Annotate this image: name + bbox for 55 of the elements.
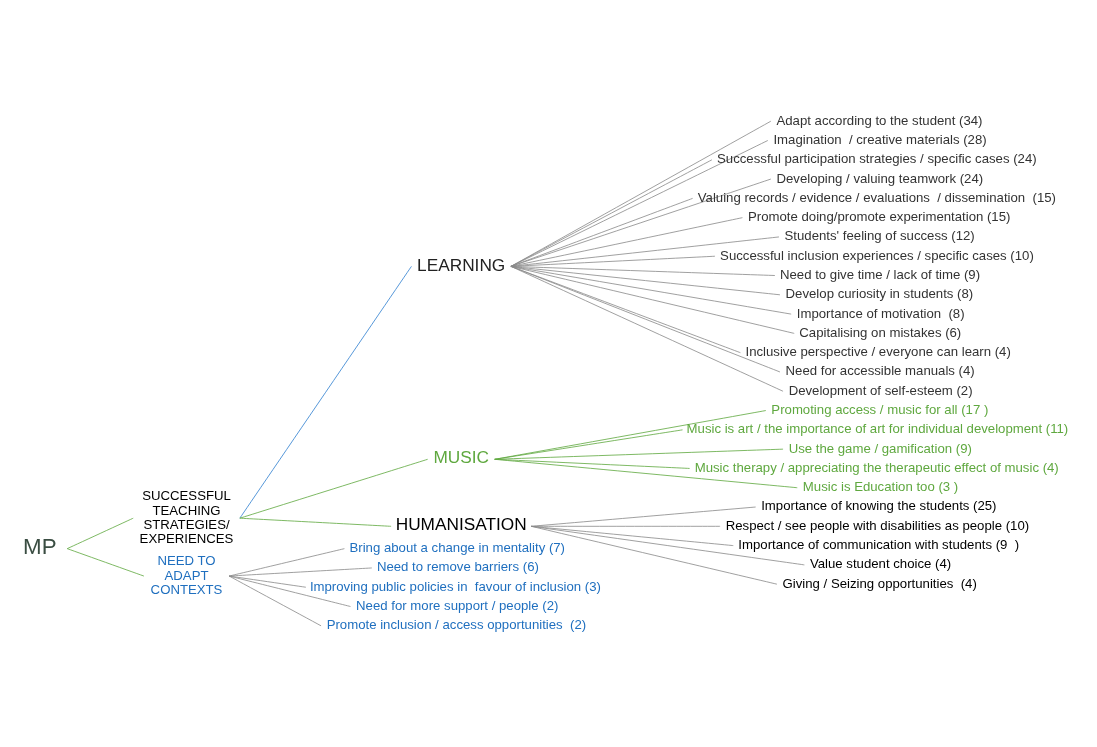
connector [510, 217, 743, 267]
node-text: Successful participation strategies / specific cases (24) [717, 151, 1037, 167]
node-text: Importance of knowing the students (25) [761, 498, 997, 514]
node-text: Music is Education too (3 ) [802, 479, 959, 495]
node-text: Adapt according to the student (34) [776, 112, 983, 128]
connector [494, 410, 767, 460]
connector [530, 506, 757, 527]
node-text: Improving public policies in favour of inclusion (3) [309, 578, 601, 594]
connector [510, 265, 795, 334]
node-text: Need for more support / people (2) [356, 597, 559, 613]
node-text: LEARNING [417, 254, 506, 275]
connector [494, 458, 798, 489]
node-text: Imagination / creative materials (28) [773, 131, 987, 147]
connector [510, 159, 713, 267]
node-text: Importance of communication with students (9 ) [738, 537, 1020, 553]
node-text: Students' feeling of success (12) [784, 228, 975, 244]
node-text: Music is art / the importance of art for individual development (11) [686, 421, 1069, 437]
connector [239, 458, 429, 519]
connector [228, 567, 373, 577]
node-text: Importance of motivation (8) [796, 305, 965, 321]
connector [510, 236, 780, 267]
node-text: Giving / Seizing opportunities (4) [782, 575, 977, 591]
node-text: Respect / see people with disabilities as people (10) [725, 517, 1030, 533]
connector [510, 178, 772, 267]
connector [494, 429, 683, 460]
node-text: SUCCESSFUL TEACHING STRATEGIES/ EXPERIENCES [139, 488, 234, 546]
node-text: Use the game / gamification (9) [788, 440, 972, 456]
node-text: Promoting access / music for all (17 ) [771, 402, 989, 418]
connector [228, 575, 322, 627]
node-text: NEED TO ADAPT CONTEXTS [150, 553, 223, 597]
connector [66, 548, 145, 577]
node-text: Music therapy / appreciating the therapeutic effect of music (4) [694, 459, 1059, 475]
connector [66, 517, 134, 550]
node-text: Development of self-esteem (2) [788, 382, 973, 398]
node-text: MP [23, 534, 57, 560]
node-text: Promote doing/promote experimentation (15) [748, 209, 1011, 225]
node-text: Need for accessible manuals (4) [785, 363, 975, 379]
node-text: Value student choice (4) [809, 556, 952, 572]
node-text: Need to remove barriers (6) [376, 559, 539, 575]
node-text: Develop curiosity in students (8) [785, 286, 974, 302]
node-text: Promote inclusion / access opportunities (2) [326, 617, 587, 633]
connector [239, 265, 412, 519]
connector [510, 265, 784, 392]
connector [530, 525, 778, 585]
node-text: MUSIC [433, 447, 489, 468]
node-text: Successful inclusion experiences / specific cases (10) [720, 247, 1034, 263]
node-text: Valuing records / evidence / evaluations / dissemination (15) [697, 189, 1056, 205]
connector [239, 517, 392, 527]
node-text: HUMANISATION [395, 514, 527, 535]
node-text: Developing / valuing teamwork (24) [776, 170, 984, 186]
node-text: Need to give time / lack of time (9) [780, 266, 981, 282]
node-text: Inclusive perspective / everyone can learn (4) [745, 344, 1011, 360]
node-text: Bring about a change in mentality (7) [349, 540, 566, 556]
connector [228, 575, 351, 607]
node-text: Capitalising on mistakes (6) [799, 324, 962, 340]
